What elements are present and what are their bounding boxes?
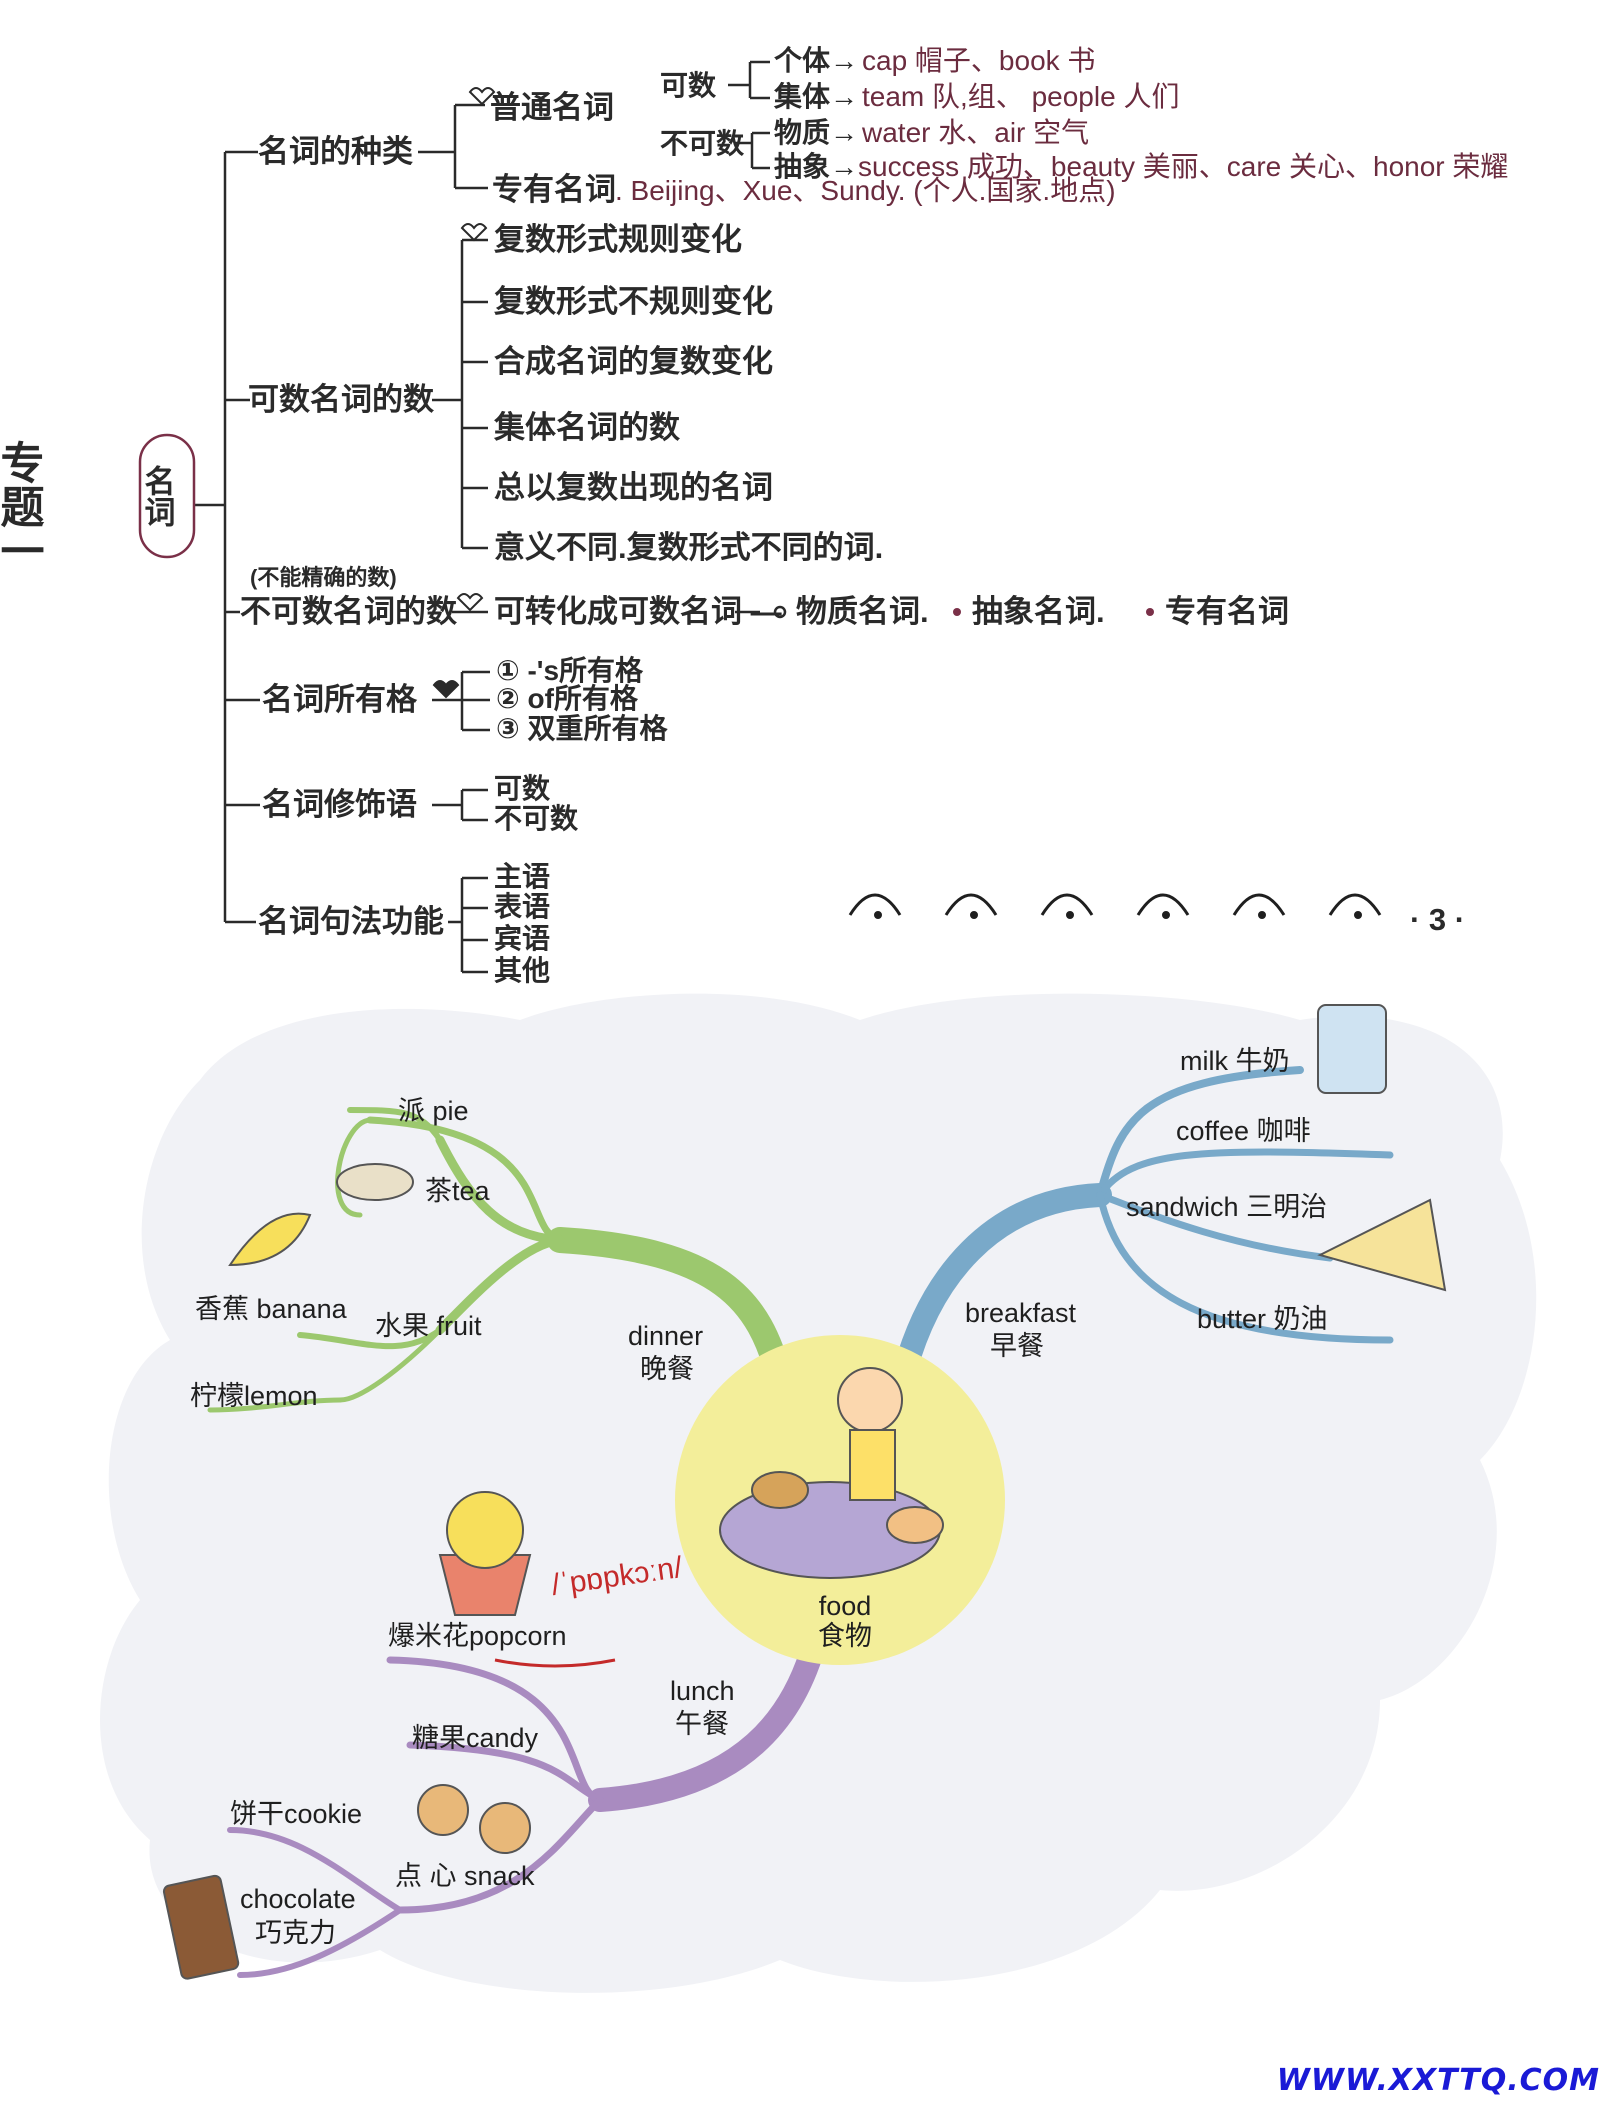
sandwich-label: sandwich 三明治 bbox=[1126, 1192, 1327, 1222]
banana-icon bbox=[228, 1212, 312, 1267]
lemon-label: 柠檬lemon bbox=[190, 1381, 318, 1411]
modifier-label: 名词修饰语 bbox=[262, 787, 417, 822]
muffin-icon bbox=[417, 1784, 469, 1836]
material-examples: water 水、air 空气 bbox=[861, 117, 1089, 148]
heart-icon bbox=[432, 87, 496, 699]
possessive-item: ③ 双重所有格 bbox=[496, 713, 668, 744]
snack-label: 点 心 snack bbox=[395, 1861, 535, 1891]
pie-label: 派 pie bbox=[398, 1096, 469, 1126]
dinner-label-en: dinner bbox=[628, 1321, 703, 1351]
burger-icon bbox=[751, 1471, 809, 1509]
common-noun-label: 普通名词 bbox=[490, 90, 614, 125]
uncountable-note: (不能精确的数) bbox=[250, 565, 397, 590]
milk-carton-icon bbox=[1317, 1004, 1387, 1094]
noun-mind-map bbox=[195, 60, 770, 974]
bread-icon bbox=[886, 1506, 944, 1544]
chocolate-label-cn: 巧克力 bbox=[255, 1918, 336, 1948]
child-face-icon bbox=[837, 1367, 903, 1433]
popcorn-top-icon bbox=[446, 1491, 524, 1569]
chocolate-icon bbox=[162, 1874, 240, 1980]
possessive-item: ② of所有格 bbox=[496, 683, 639, 714]
dinner-branch bbox=[207, 1107, 793, 1413]
child-body-icon bbox=[849, 1429, 896, 1501]
functions-label: 名词句法功能 bbox=[258, 904, 444, 939]
proper-noun-examples: . Beijing、Xue、Sundy. (个人.国家.地点) bbox=[615, 175, 1116, 206]
chocolate-label-en: chocolate bbox=[240, 1884, 356, 1914]
countable-label: 可数 bbox=[660, 70, 717, 101]
cookie-label: 饼干cookie bbox=[230, 1799, 362, 1829]
countable-number-item: 总以复数出现的名词 bbox=[494, 470, 773, 505]
uncountable-numbers-label: 不可数名词的数 bbox=[240, 594, 457, 629]
banana-label: 香蕉 banana bbox=[195, 1294, 348, 1324]
bullet-dot bbox=[773, 605, 787, 619]
uncountable-type: 物质名词. bbox=[796, 594, 929, 629]
site-watermark: WWW.XXTTQ.COM bbox=[1276, 2063, 1600, 2098]
function-item: 主语 bbox=[494, 861, 550, 892]
sandwich-icon bbox=[1317, 1198, 1447, 1292]
lunch-label-en: lunch bbox=[670, 1676, 735, 1706]
milk-label: milk 牛奶 bbox=[1180, 1046, 1290, 1076]
modifier-item: 可数 bbox=[494, 773, 551, 804]
uncountable-type: 专有名词 bbox=[1165, 594, 1289, 629]
topic-title: 专题一 bbox=[0, 440, 45, 572]
food-mind-map: food 食物 dinner 晚餐 breakfast 早餐 lunch 午餐 … bbox=[100, 993, 1537, 1993]
abstract-examples: success 成功、beauty 美丽、care 关心、honor 荣耀 bbox=[858, 151, 1508, 182]
bullet-dot bbox=[1146, 608, 1154, 616]
center-oval bbox=[138, 433, 196, 559]
uncountable-type: 抽象名词. bbox=[972, 594, 1105, 629]
muffin-icon bbox=[479, 1802, 531, 1854]
function-item: 宾语 bbox=[494, 923, 550, 954]
breakfast-label-en: breakfast bbox=[965, 1298, 1077, 1328]
teacup-icon bbox=[336, 1163, 414, 1201]
kinds-label: 名词的种类 bbox=[258, 134, 413, 169]
food-center-en: food bbox=[819, 1591, 872, 1621]
fruit-label: 水果 fruit bbox=[375, 1311, 482, 1341]
convert-label: 可转化成可数名词 — bbox=[494, 594, 782, 629]
countable-number-item: 合成名词的复数变化 bbox=[494, 344, 773, 379]
breakfast-label-cn: 早餐 bbox=[990, 1331, 1044, 1361]
page-number: · 3 · bbox=[1410, 902, 1465, 937]
tea-label: 茶tea bbox=[425, 1176, 491, 1206]
material-label: 物质→ bbox=[774, 117, 858, 148]
candy-label: 糖果candy bbox=[412, 1723, 539, 1753]
abstract-label: 抽象→ bbox=[774, 150, 858, 182]
individual-label: 个体→ bbox=[774, 45, 858, 76]
butter-label: butter 奶油 bbox=[1197, 1304, 1328, 1334]
countable-numbers-label: 可数名词的数 bbox=[248, 382, 434, 417]
modifier-item: 不可数 bbox=[494, 803, 579, 834]
countable-number-item: 复数形式规则变化 bbox=[494, 222, 742, 257]
uncountable-label: 不可数 bbox=[660, 128, 745, 159]
individual-examples: cap 帽子、book 书 bbox=[862, 45, 1095, 76]
function-item: 其他 bbox=[494, 955, 550, 986]
breakfast-branch bbox=[893, 1066, 1394, 1382]
countable-number-item: 复数形式不规则变化 bbox=[494, 284, 773, 319]
function-item: 表语 bbox=[494, 891, 550, 922]
countable-number-item: 意义不同.复数形式不同的词. bbox=[494, 530, 883, 565]
proper-noun-label: 专有名词 bbox=[492, 172, 616, 207]
bullet-dot bbox=[953, 608, 961, 616]
collective-examples: team 队,组、 people 人们 bbox=[862, 81, 1179, 112]
popcorn-label: 爆米花popcorn bbox=[388, 1621, 567, 1651]
center-node-label: 名词 bbox=[140, 465, 176, 527]
dinner-label-cn: 晚餐 bbox=[640, 1354, 694, 1384]
popcorn-underline bbox=[494, 1658, 616, 1668]
possessive-label: 名词所有格 bbox=[262, 682, 418, 717]
collective-label: 集体→ bbox=[773, 81, 858, 112]
countable-number-item: 集体名词的数 bbox=[493, 410, 680, 445]
wave-decoration bbox=[848, 893, 1382, 919]
food-center-cn: 食物 bbox=[818, 1621, 872, 1651]
lunch-label-cn: 午餐 bbox=[675, 1709, 729, 1739]
possessive-item: ① -'s所有格 bbox=[496, 655, 644, 686]
coffee-label: coffee 咖啡 bbox=[1176, 1116, 1311, 1146]
